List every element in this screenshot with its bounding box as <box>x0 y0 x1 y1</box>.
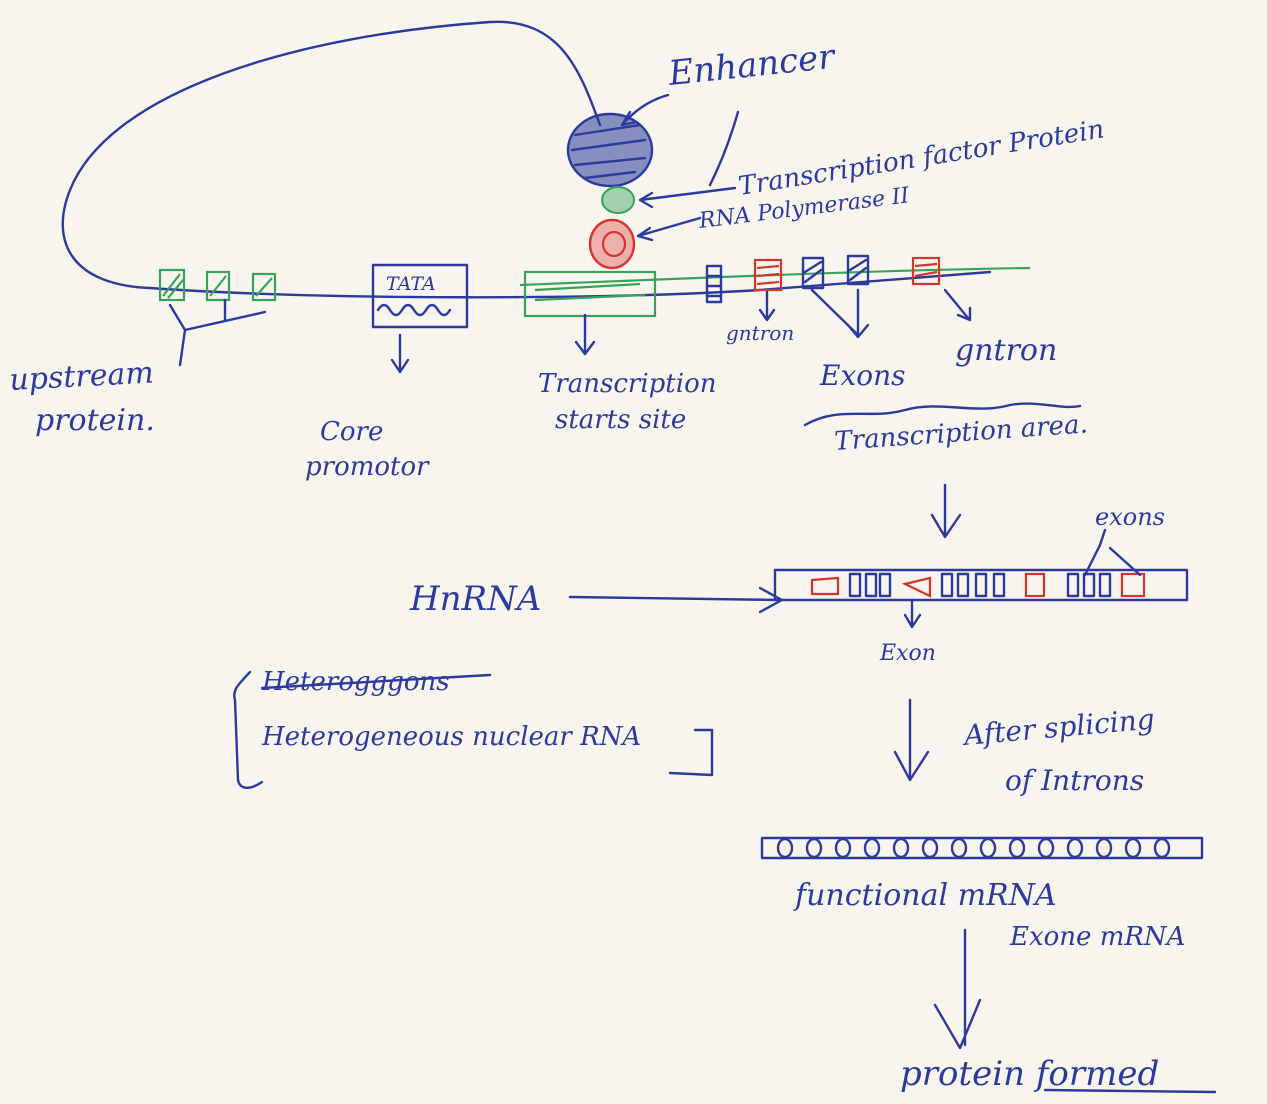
tf-protein-label: Transcription factor Protein <box>736 114 1106 201</box>
mrna-bead <box>778 839 792 857</box>
mrna-bead <box>836 839 850 857</box>
rna-polymerase <box>590 220 634 268</box>
mrna-bead <box>952 839 966 857</box>
hetero-bracket-right <box>670 730 712 775</box>
dna-loop <box>63 22 600 288</box>
hetero-strike-label: Heterogggons <box>261 667 450 697</box>
tss-label-2: starts site <box>555 405 686 435</box>
intron-small-label: gntron <box>726 321 794 345</box>
upstream-label: upstream <box>9 355 155 398</box>
mrna-bead <box>923 839 937 857</box>
mrna-bead <box>1010 839 1024 857</box>
enhancer-label: Enhancer <box>666 37 838 94</box>
hnrna-strip <box>775 530 1187 627</box>
exon-below-label: Exon <box>879 641 936 666</box>
after-splicing-label-2: of Introns <box>1005 764 1144 797</box>
exons-small-label: exons <box>1095 503 1165 531</box>
intron-right-label: gntron <box>955 333 1057 368</box>
mrna-bead <box>981 839 995 857</box>
protein-formed-label: protein formed <box>900 1054 1159 1094</box>
tf-arrow <box>640 188 735 207</box>
mrna-bead <box>1126 839 1140 857</box>
mrna-strip <box>762 838 1202 858</box>
core-promotor-label-2: promotor <box>305 452 430 482</box>
hetero-full-label: Heterogeneous nuclear RNA <box>261 722 641 752</box>
functional-mrna-label: functional mRNA <box>793 878 1057 913</box>
enhancer-blob <box>568 114 652 186</box>
mrna-bead <box>865 839 879 857</box>
hnrna-arrow <box>570 588 782 612</box>
mrna-bead <box>894 839 908 857</box>
mrna-bead <box>1155 839 1169 857</box>
upstream-elements <box>160 270 275 365</box>
enhancer-tail <box>710 112 738 185</box>
mrna-bead <box>1068 839 1082 857</box>
core-promotor-label: Core <box>320 417 383 447</box>
down-arrow-1 <box>932 485 960 537</box>
transcription-area-label: Transcription area. <box>833 409 1088 457</box>
rna-pol-arrow <box>638 218 700 240</box>
mrna-bead <box>1039 839 1053 857</box>
down-arrow-2 <box>895 700 928 780</box>
mrna-bead <box>1097 839 1111 857</box>
exons-label: Exons <box>819 359 906 392</box>
transcription-factor-protein <box>602 187 634 213</box>
tata-label: TATA <box>386 273 436 295</box>
hetero-bracket-left <box>234 672 262 788</box>
hnrna-label: HnRNA <box>409 579 541 619</box>
upstream-label-2: protein. <box>35 403 155 438</box>
exone-mrna-label: Exone mRNA <box>1009 922 1185 952</box>
mrna-bead <box>807 839 821 857</box>
tss-label: Transcription <box>538 369 716 399</box>
down-arrow-3 <box>935 930 980 1048</box>
after-splicing-label: After splicing <box>960 702 1156 752</box>
